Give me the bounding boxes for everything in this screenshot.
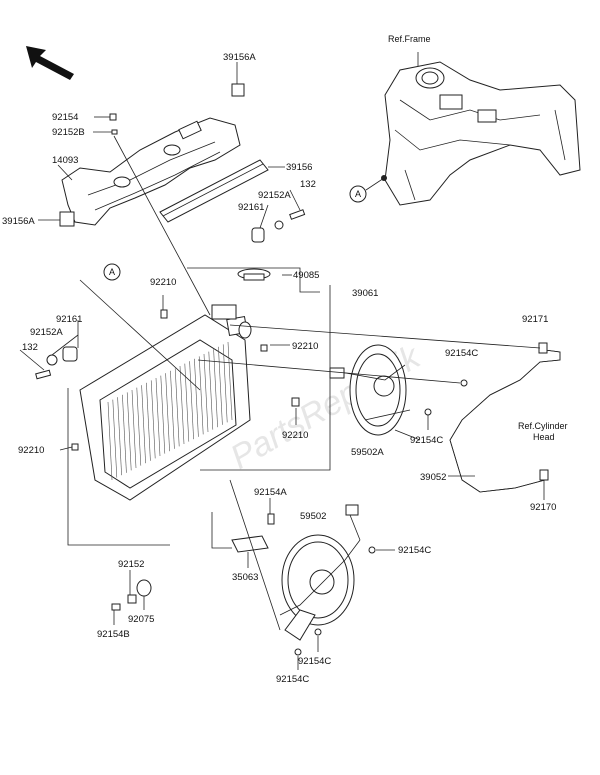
radiator-fin-line [213,349,218,428]
seal-block-left [59,211,75,227]
bolt-92154A [267,513,275,525]
label-92154C-a: 92154C [445,348,478,359]
seal-strip-part [159,159,269,223]
radiator-fin-line [136,387,142,466]
radiator-fin-line [208,351,214,430]
seal-block-top [231,83,245,97]
radiator-fin-line [160,375,166,454]
bracket-35063-part [231,535,269,553]
ref-frame-label: Ref.Frame [388,34,431,44]
label-92152A-left: 92152A [30,327,63,338]
nut-92154C-b [424,408,432,416]
nut-92154C-a [460,379,468,387]
label-39156A-top: 39156A [223,52,256,63]
bolt-132-top [274,209,306,230]
nut-92154C-e [294,648,302,656]
radiator-fin-line [141,385,146,464]
radiator-fin-line [131,389,137,469]
label-92154B: 92154B [97,629,130,640]
radiator-fin-line [126,392,132,471]
label-92210-a: 92210 [150,277,176,288]
label-92154C-e: 92154C [276,674,309,685]
label-92161-left: 92161 [56,314,82,325]
label-132-left: 132 [22,342,38,353]
radiator-fin-line [218,346,223,425]
clamp-92170 [539,469,549,481]
radiator-fin-line [146,382,151,461]
radiator-fin-line [189,361,194,440]
nut-92154C-d [314,628,322,636]
radiator-cap-part [237,268,271,281]
radiator-fin-line [179,365,185,445]
bolt-top [109,113,118,135]
radiator-fin-line [150,380,156,459]
left-mount-parts [35,346,78,380]
radiator-fin-line [198,356,204,435]
upper-cover-part [61,117,241,226]
ref-head-label: Head [533,432,555,442]
label-59502A: 59502A [351,447,384,458]
fan-59502A-part [329,344,411,436]
radiator-fin-line [155,377,161,457]
label-92210-d: 92210 [18,445,44,456]
ref-circle-a-right: A [355,189,361,199]
radiator-fin-line [112,399,118,478]
label-39061: 39061 [352,288,378,299]
label-92152A-top: 92152A [258,190,291,201]
radiator-fin-line [122,394,127,473]
radiator-fin-line [165,373,170,452]
ref-cylinder-label: Ref.Cylinder [518,421,568,431]
label-14093: 14093 [52,155,78,166]
label-59502: 59502 [300,511,326,522]
label-35063: 35063 [232,572,258,583]
label-92154A: 92154A [254,487,287,498]
radiator-fin-line [174,368,180,447]
label-92154C-d: 92154C [298,656,331,667]
label-49085: 49085 [293,270,319,281]
label-92210-b: 92210 [292,341,318,352]
radiator-fin-line [117,397,122,476]
label-92154: 92154 [52,112,78,123]
radiator-core-part [79,304,252,501]
front-direction-arrow-icon [26,46,74,80]
radiator-fin-line [227,341,233,421]
coolant-hose-part [449,349,561,493]
collar-92152 [127,594,137,604]
label-92170: 92170 [530,502,556,513]
clip-92210-b [260,344,268,352]
radiator-fin-line [170,370,175,449]
label-39156A-left: 39156A [2,216,35,227]
clamp-92171 [538,342,548,354]
ref-circle-a-left: A [109,267,115,277]
radiator-fin-line [203,353,209,433]
fan-59502-part [279,504,361,641]
label-92152B: 92152B [52,127,85,138]
frame-reference-drawing [349,52,581,206]
clip-92210-c [291,397,300,407]
label-92154C-c: 92154C [398,545,431,556]
radiator-fin-line [222,344,228,423]
radiator-fin-line [194,358,199,437]
nut-92154C-c [368,546,376,554]
label-92161-top: 92161 [238,202,264,213]
label-92075: 92075 [128,614,154,625]
clip-92210-a [160,309,168,319]
label-92154C-b: 92154C [410,435,443,446]
label-92210-c: 92210 [282,430,308,441]
grommet-top [251,227,265,243]
label-92171: 92171 [522,314,548,325]
bolt-92154B [111,603,121,611]
label-39156: 39156 [286,162,312,173]
grommet-92075 [136,579,152,597]
leader-lines [19,62,545,670]
clip-92210-d [71,443,79,451]
label-92152: 92152 [118,559,144,570]
label-39052: 39052 [420,472,446,483]
label-132-top: 132 [300,179,316,190]
radiator-fin-line [107,401,113,481]
